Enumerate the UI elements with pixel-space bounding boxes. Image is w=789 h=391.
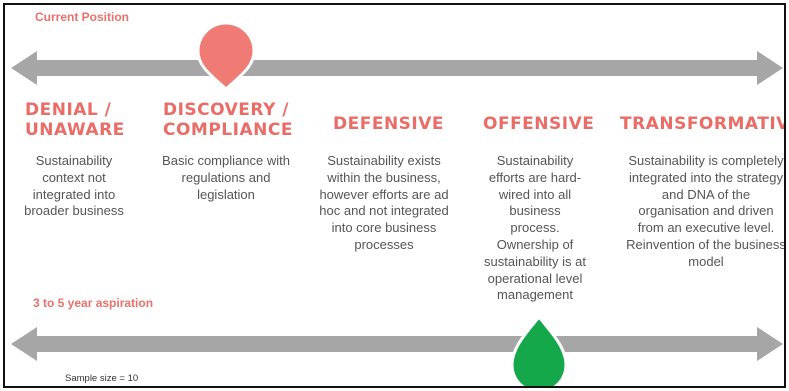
stage-defensive-heading: DEFENSIVE (333, 114, 445, 134)
stage-transformative-heading: TRANSFORMATIVE (620, 114, 786, 134)
stage-denial-heading-line1: DENIAL / (25, 100, 112, 120)
aspiration-label: 3 to 5 year aspiration (33, 296, 154, 310)
stage-denial-heading-line2: UNAWARE (25, 120, 125, 140)
current-position-label: Current Position (35, 10, 130, 24)
bottom-double-arrow (11, 327, 783, 361)
aspiration-marker (510, 315, 568, 386)
stage-denial-heading: DENIAL / UNAWARE (25, 100, 125, 140)
stage-discovery-heading-line2: COMPLIANCE (163, 120, 293, 140)
stage-transformative-description: Sustainability is completely integrated … (626, 153, 786, 269)
maturity-diagram: Current Position DENIAL / UNAWARE DISCOV… (3, 3, 786, 388)
top-double-arrow (11, 51, 783, 85)
stage-discovery-description: Basic compliance with regulations and le… (162, 153, 290, 202)
stage-discovery-heading-line1: DISCOVERY / (163, 100, 290, 120)
current-position-marker (196, 23, 256, 91)
stage-offensive-description: Sustainability efforts are hard-wired in… (484, 153, 586, 303)
sample-size-note: Sample size = 10 (65, 373, 139, 384)
stage-discovery-heading: DISCOVERY / COMPLIANCE (163, 100, 293, 140)
stage-defensive-description: Sustainability exists within the busines… (319, 153, 449, 252)
stage-offensive-heading: OFFENSIVE (483, 114, 595, 134)
stage-denial-description: Sustainability context not integrated in… (24, 153, 124, 219)
